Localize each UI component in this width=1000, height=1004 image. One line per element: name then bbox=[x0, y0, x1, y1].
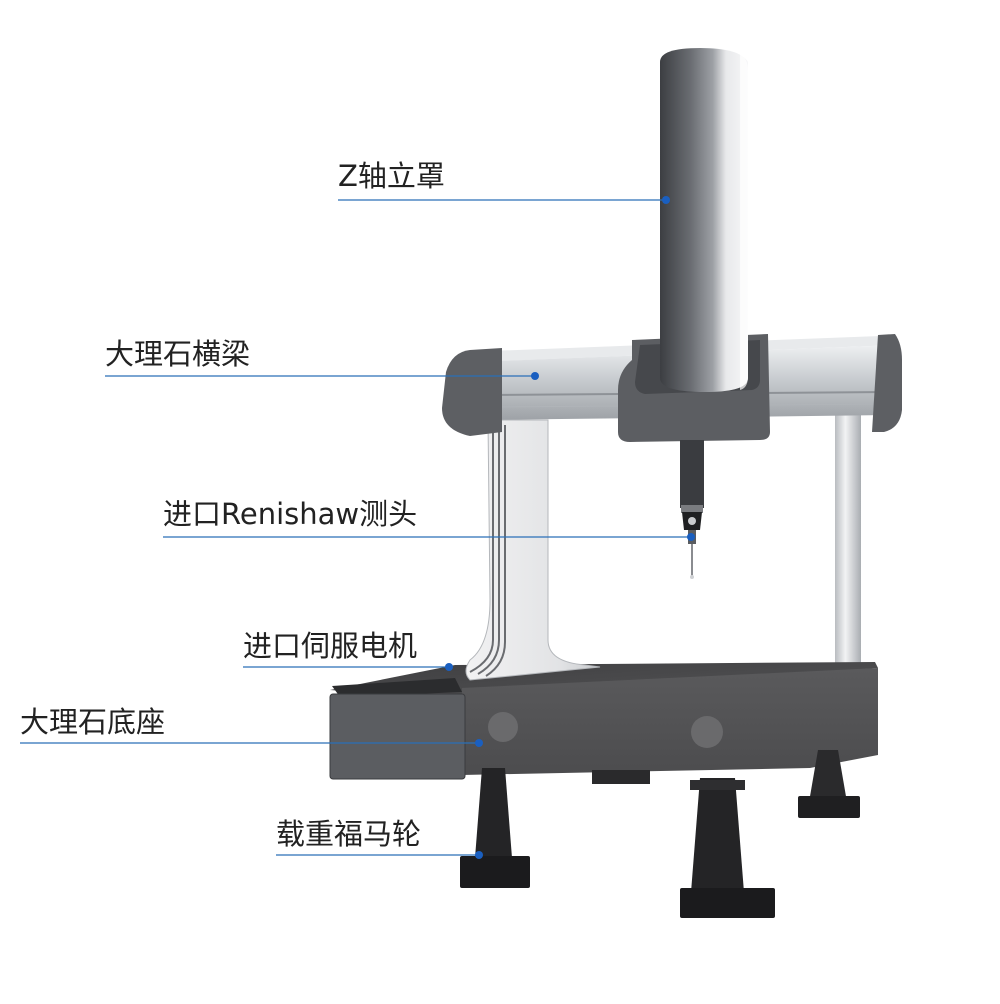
label-marble-base: 大理石底座 bbox=[20, 708, 165, 737]
caster-foot-back-left bbox=[592, 770, 650, 784]
beam-left-endcap bbox=[442, 348, 502, 436]
left-gantry-leg bbox=[466, 420, 600, 680]
caster-foot-front-right bbox=[680, 778, 775, 918]
leader-servo-motor bbox=[243, 663, 453, 671]
caster-foot-front-left bbox=[460, 768, 530, 888]
base-port-right bbox=[691, 716, 723, 748]
label-z-axis-cover: Z轴立罩 bbox=[338, 162, 445, 191]
z-quill bbox=[680, 440, 704, 508]
base-port-left bbox=[488, 712, 518, 742]
right-pillar bbox=[835, 412, 861, 670]
leader-z-axis bbox=[338, 196, 670, 204]
label-marble-beam: 大理石横梁 bbox=[105, 340, 250, 369]
leader-renishaw-probe bbox=[163, 533, 695, 541]
z-axis-cover bbox=[660, 48, 748, 392]
label-servo-motor: 进口伺服电机 bbox=[243, 632, 417, 661]
leader-caster-wheels bbox=[276, 851, 483, 859]
label-caster-wheels: 载重福马轮 bbox=[276, 820, 421, 849]
drive-housing-front bbox=[330, 694, 465, 779]
label-renishaw-probe: 进口Renishaw测头 bbox=[163, 500, 417, 529]
